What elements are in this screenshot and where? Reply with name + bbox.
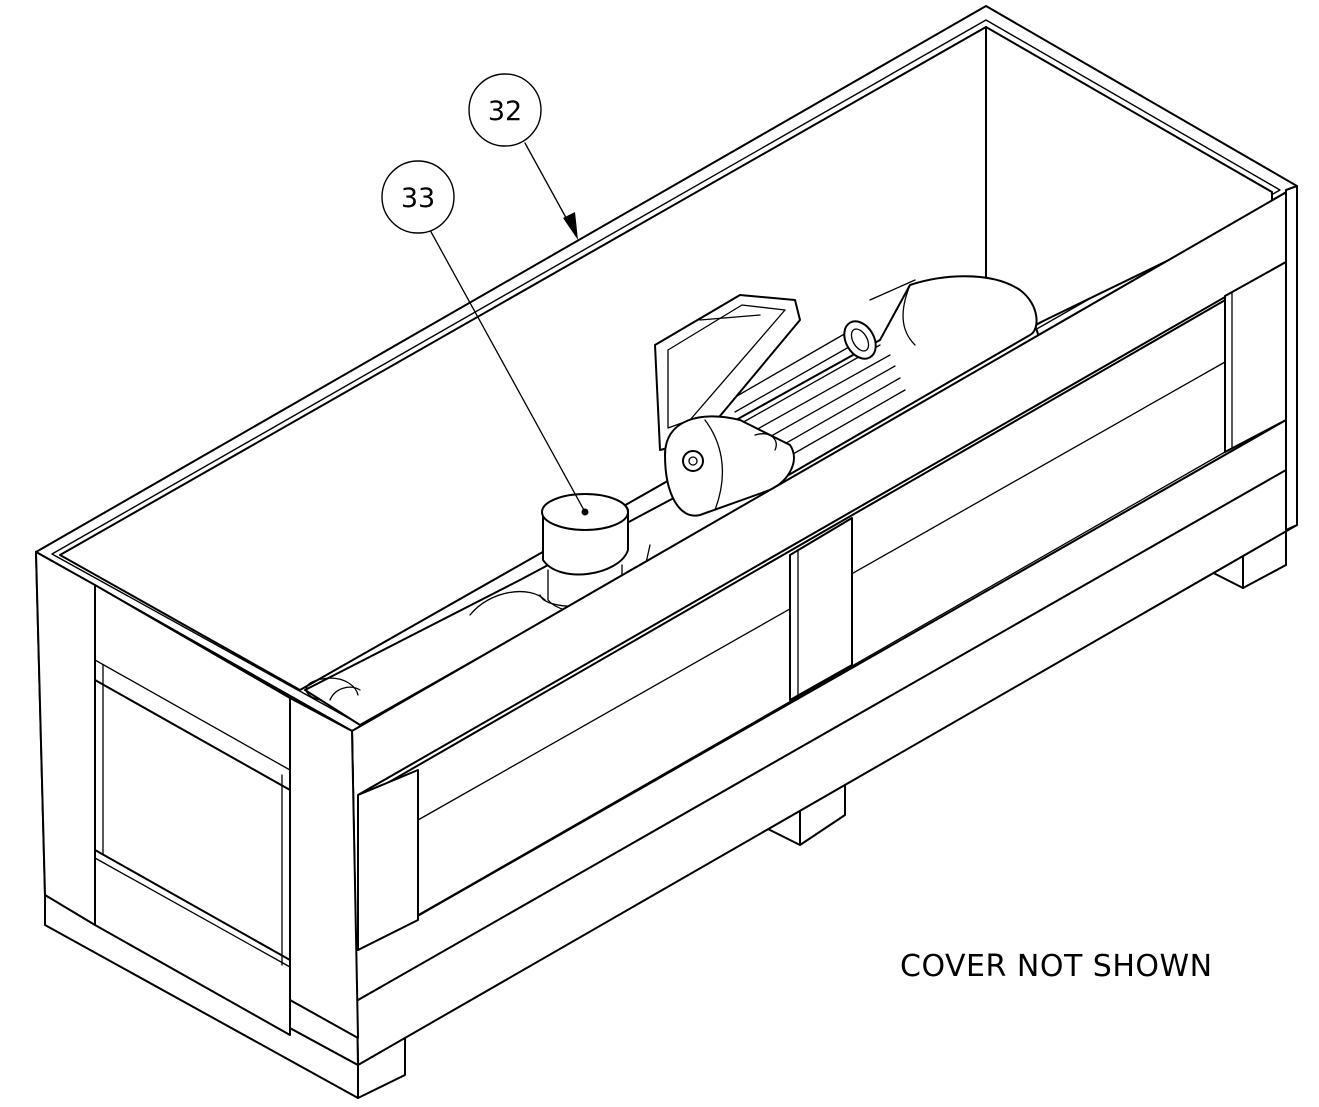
crate-end-side xyxy=(35,551,359,1066)
balloon-32-label: 32 xyxy=(488,96,522,127)
crate-front-side xyxy=(351,185,1298,1066)
drawing-note: COVER NOT SHOWN xyxy=(900,949,1213,984)
leader-arrowhead xyxy=(563,212,578,240)
leader-dot xyxy=(581,508,589,516)
balloon-32: 32 xyxy=(468,73,578,240)
balloon-33-label: 33 xyxy=(401,183,435,214)
balloon-33: 33 xyxy=(381,160,589,516)
